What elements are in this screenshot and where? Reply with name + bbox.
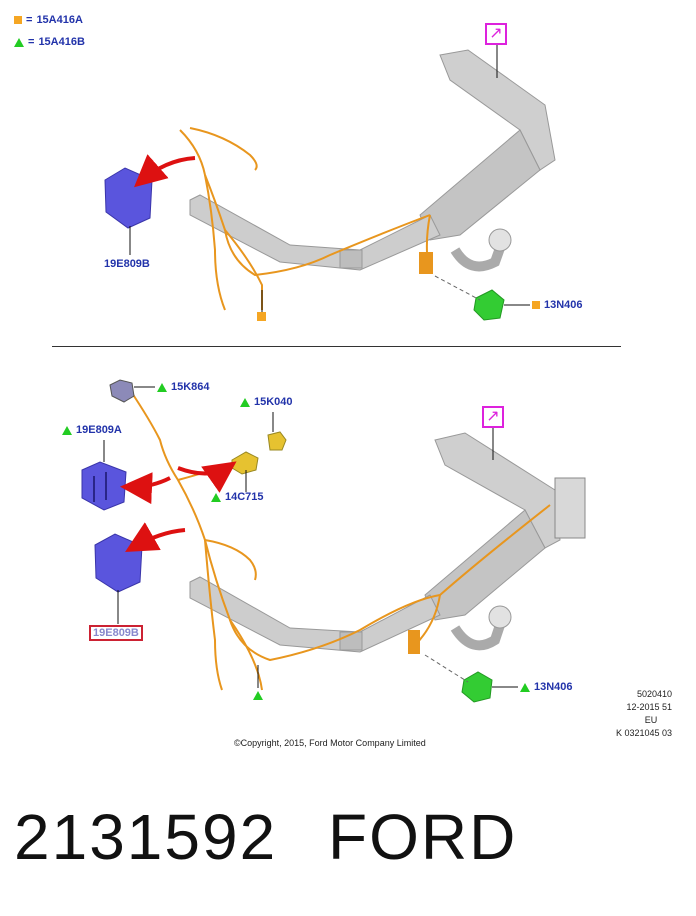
tow-ball-bottom [450,605,512,651]
meta-line-3: EU [644,715,658,725]
green-triangle-icon [520,682,530,692]
orange-square-icon [532,301,540,309]
label-sensor: 15K864 [157,381,210,393]
green-triangle-icon [14,37,24,47]
meta-line-2: 12-2015 51 [626,702,672,712]
green-triangle-icon [62,425,72,435]
external-view-callout-bottom[interactable]: ↗ [482,406,504,428]
section-divider [52,346,621,347]
legend-equals: = [28,36,35,48]
label-plug: 14C715 [211,491,264,503]
part-number: 2131592 [14,801,278,873]
wiring-harness-top [179,127,431,311]
meta-line-1: 5020410 [636,689,672,699]
meta-line-4: K 0321045 03 [615,728,672,738]
external-view-callout-top[interactable]: ↗ [485,23,507,45]
green-triangle-icon [211,492,221,502]
orange-square-icon [257,312,266,321]
harness-plug-top [419,252,433,274]
green-triangle-icon [157,382,167,392]
legend-triangle-code: 15A416B [38,36,85,48]
legend-equals: = [26,14,33,26]
label-connector-top: 13N406 [532,299,583,311]
label-module-b-highlighted[interactable]: 19E809B [89,625,143,641]
legend-row-triangle: = 15A416B [14,36,85,48]
green-triangle-icon [240,397,250,407]
wiring-harness-bottom [129,389,551,691]
diagram-meta: 5020410 12-2015 51 EU K 0321045 03 [600,688,672,740]
red-arrow-module-b [125,522,186,552]
red-arrow-plug [177,461,237,493]
arrow-up-right-icon: ↗ [486,408,500,425]
green-triangle-icon [253,691,263,700]
copyright-text: ©Copyright, 2015, Ford Motor Company Lim… [234,738,426,748]
label-module-top: 19E809B [104,258,150,270]
towbar-frame-bottom [189,432,586,653]
label-module-a: 19E809A [62,424,122,436]
module-19e809a [81,461,127,511]
plug-14c715 [231,451,259,475]
red-arrow-module-a [120,472,171,505]
socket-housing [554,477,586,539]
label-bracket: 15K040 [240,396,293,408]
legend-square-code: 15A416A [36,14,83,26]
red-arrow-top [133,154,196,188]
connector-13n406-bottom [461,671,493,703]
label-connector-bottom: 13N406 [520,681,573,693]
brand-name: FORD [328,801,518,873]
sensor-15k864 [109,379,135,403]
towbar-frame-top [189,49,556,271]
orange-square-icon [14,16,22,24]
bracket-15k040 [267,431,287,451]
connector-13n406-top [473,289,505,321]
legend-row-square: = 15A416A [14,14,83,26]
harness-plug-bottom [408,630,420,654]
module-19e809b-bottom [94,533,143,593]
arrow-up-right-icon: ↗ [489,25,503,42]
tow-ball-top [450,228,512,272]
